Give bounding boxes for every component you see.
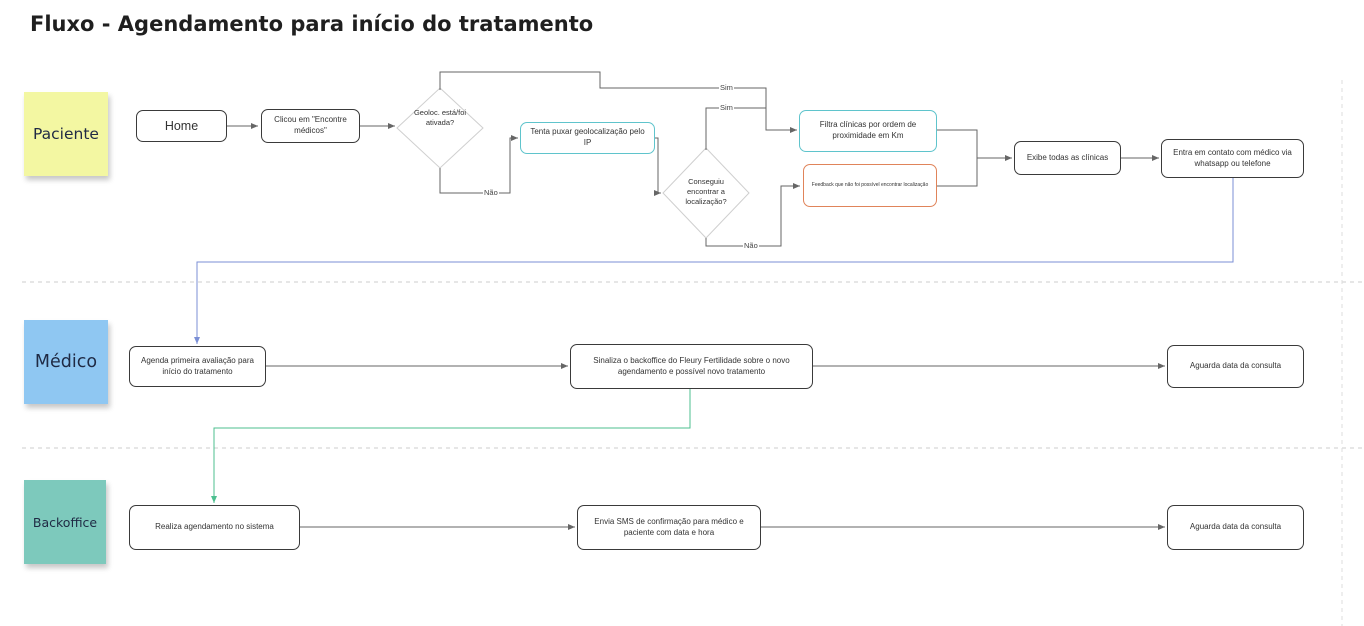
node-feedback[interactable]: Feedback que não foi possível encontrar … bbox=[803, 164, 937, 207]
node-sinaliza[interactable]: Sinaliza o backoffice do Fleury Fertilid… bbox=[570, 344, 813, 389]
node-aguarda-medico[interactable]: Aguarda data da consulta bbox=[1167, 345, 1304, 388]
edge-label-nao-geo: Não bbox=[483, 188, 499, 197]
edge-conseguiu-sim bbox=[705, 107, 766, 150]
page-title: Fluxo - Agendamento para início do trata… bbox=[30, 12, 594, 36]
node-aguarda-backoffice[interactable]: Aguarda data da consulta bbox=[1167, 505, 1304, 550]
lane-label-backoffice: Backoffice bbox=[24, 480, 106, 564]
edge-label-sim-mid: Sim bbox=[719, 103, 734, 112]
node-home[interactable]: Home bbox=[136, 110, 227, 142]
edge-label-sim-top: Sim bbox=[719, 83, 734, 92]
edge-geoloc-nao bbox=[439, 135, 518, 194]
node-realiza[interactable]: Realiza agendamento no sistema bbox=[129, 505, 300, 550]
edge-tenta-conseguiu bbox=[654, 137, 661, 196]
edge-label-nao-conseguiu: Não bbox=[743, 241, 759, 250]
edge-geoloc-sim bbox=[439, 71, 797, 133]
edge-filtra-exibe bbox=[937, 129, 978, 158]
node-agenda[interactable]: Agenda primeira avaliação para início do… bbox=[129, 346, 266, 387]
decision-conseguiu-label: Conseguiu encontrar a localização? bbox=[685, 177, 727, 207]
edge-sinaliza-realiza bbox=[211, 389, 691, 503]
node-entra-contato[interactable]: Entra em contato com médico via whatsapp… bbox=[1161, 139, 1304, 178]
lane-label-paciente: Paciente bbox=[24, 92, 108, 176]
lane-label-medico: Médico bbox=[24, 320, 108, 404]
edge-conseguiu-nao bbox=[705, 183, 800, 247]
decision-geoloc-label: Geoloc. está/foi ativada? bbox=[413, 108, 467, 128]
node-filtra[interactable]: Filtra clínicas por ordem de proximidade… bbox=[799, 110, 937, 152]
lane-label-backoffice-text: Backoffice bbox=[32, 514, 98, 530]
lane-label-paciente-text: Paciente bbox=[33, 125, 99, 143]
edge-feedback-exibe bbox=[937, 158, 978, 187]
node-tenta-puxar[interactable]: Tenta puxar geolocalização pelo IP bbox=[520, 122, 655, 154]
node-clicou[interactable]: Clicou em "Encontre médicos" bbox=[261, 109, 360, 143]
node-exibe[interactable]: Exibe todas as clínicas bbox=[1014, 141, 1121, 175]
lane-label-medico-text: Médico bbox=[34, 352, 98, 372]
edge-entra-agenda bbox=[194, 178, 1234, 344]
node-envia-sms[interactable]: Envia SMS de confirmação para médico e p… bbox=[577, 505, 761, 550]
